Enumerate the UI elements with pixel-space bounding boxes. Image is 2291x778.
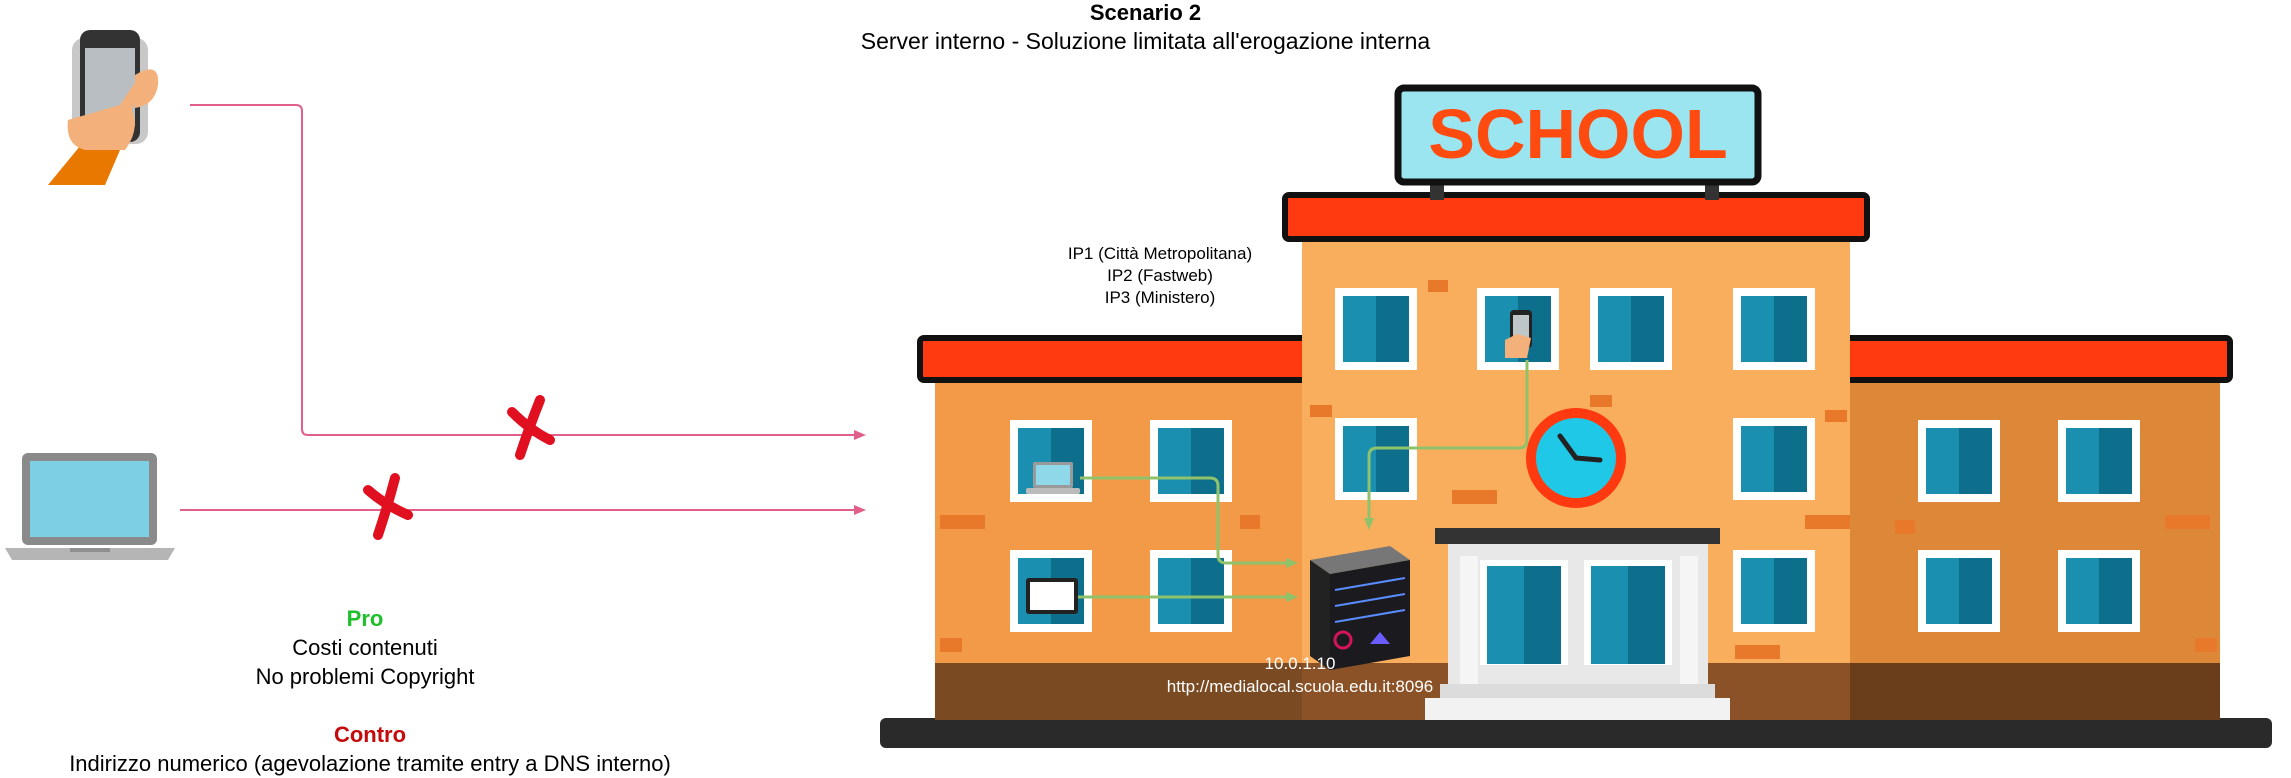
school-sign [1394, 84, 1762, 186]
ip-item: IP2 (Fastweb) [1107, 266, 1213, 285]
internal-connections [1078, 360, 1529, 602]
server-label: 10.0.1.10 http://medialocal.scuola.edu.i… [1100, 652, 1500, 698]
phone-to-school-line [190, 104, 858, 436]
page-subtitle: Server interno - Soluzione limitata all'… [860, 28, 1431, 54]
right-wing-wall [1845, 370, 2220, 720]
laptop-to-server-line [1080, 476, 1290, 565]
left-wing-roof [917, 335, 1318, 383]
pro-item: Costi contenuti [292, 635, 438, 660]
server-url: http://medialocal.scuola.edu.it:8096 [1166, 677, 1434, 696]
smartphone-in-window-icon [1505, 310, 1532, 358]
contro-heading: Contro [333, 722, 407, 747]
window [1590, 288, 1672, 370]
ground-base [880, 718, 2272, 748]
laptop-icon [5, 453, 175, 560]
entrance [1425, 528, 1730, 720]
clock-icon [1526, 408, 1626, 508]
smartphone-icon [48, 30, 159, 185]
arrow-head [1364, 518, 1374, 530]
window [1918, 420, 2000, 502]
central-roof [1282, 192, 1870, 242]
ip-item: IP1 (Città Metropolitana) [1067, 244, 1253, 263]
blocked-x-icon [507, 395, 555, 460]
window [1733, 550, 1815, 632]
server-icon [1310, 546, 1410, 670]
window [1733, 288, 1815, 370]
ip-item: IP3 (Ministero) [1104, 288, 1216, 307]
arrow-head [1286, 558, 1298, 568]
window [2058, 550, 2140, 632]
window [1335, 418, 1417, 500]
wall-bricks [940, 280, 2217, 659]
left-wing-wall [935, 370, 1310, 720]
window [1733, 418, 1815, 500]
ip-list: IP1 (Città Metropolitana) IP2 (Fastweb) … [1000, 243, 1320, 309]
phone-to-server-line [1367, 360, 1529, 522]
page-title: Scenario 2 [1089, 0, 1202, 25]
pro-section: Pro Costi contenuti No problemi Copyrigh… [160, 604, 570, 691]
window [2058, 420, 2140, 502]
monitor-in-window-icon [1026, 578, 1078, 614]
window [1150, 420, 1232, 502]
school-sign-text: SCHOOL [1428, 95, 1727, 173]
window [1918, 550, 2000, 632]
school-building: SCHOOL [880, 84, 2272, 748]
blocked-connections [180, 104, 866, 515]
arrow-head [854, 505, 866, 515]
arrow-head [1286, 592, 1298, 602]
pro-item: No problemi Copyright [255, 664, 475, 689]
contro-item: Indirizzo numerico (agevolazione tramite… [69, 751, 671, 776]
right-wing-roof [1837, 335, 2233, 383]
server-ip: 10.0.1.10 [1264, 654, 1336, 673]
contro-section: Contro Indirizzo numerico (agevolazione … [0, 720, 740, 778]
blocked-x-icon [363, 473, 413, 540]
pro-heading: Pro [346, 606, 384, 631]
laptop-in-window-icon [1026, 462, 1080, 494]
window [1335, 288, 1417, 370]
window [1150, 550, 1232, 632]
arrow-head [854, 430, 866, 440]
